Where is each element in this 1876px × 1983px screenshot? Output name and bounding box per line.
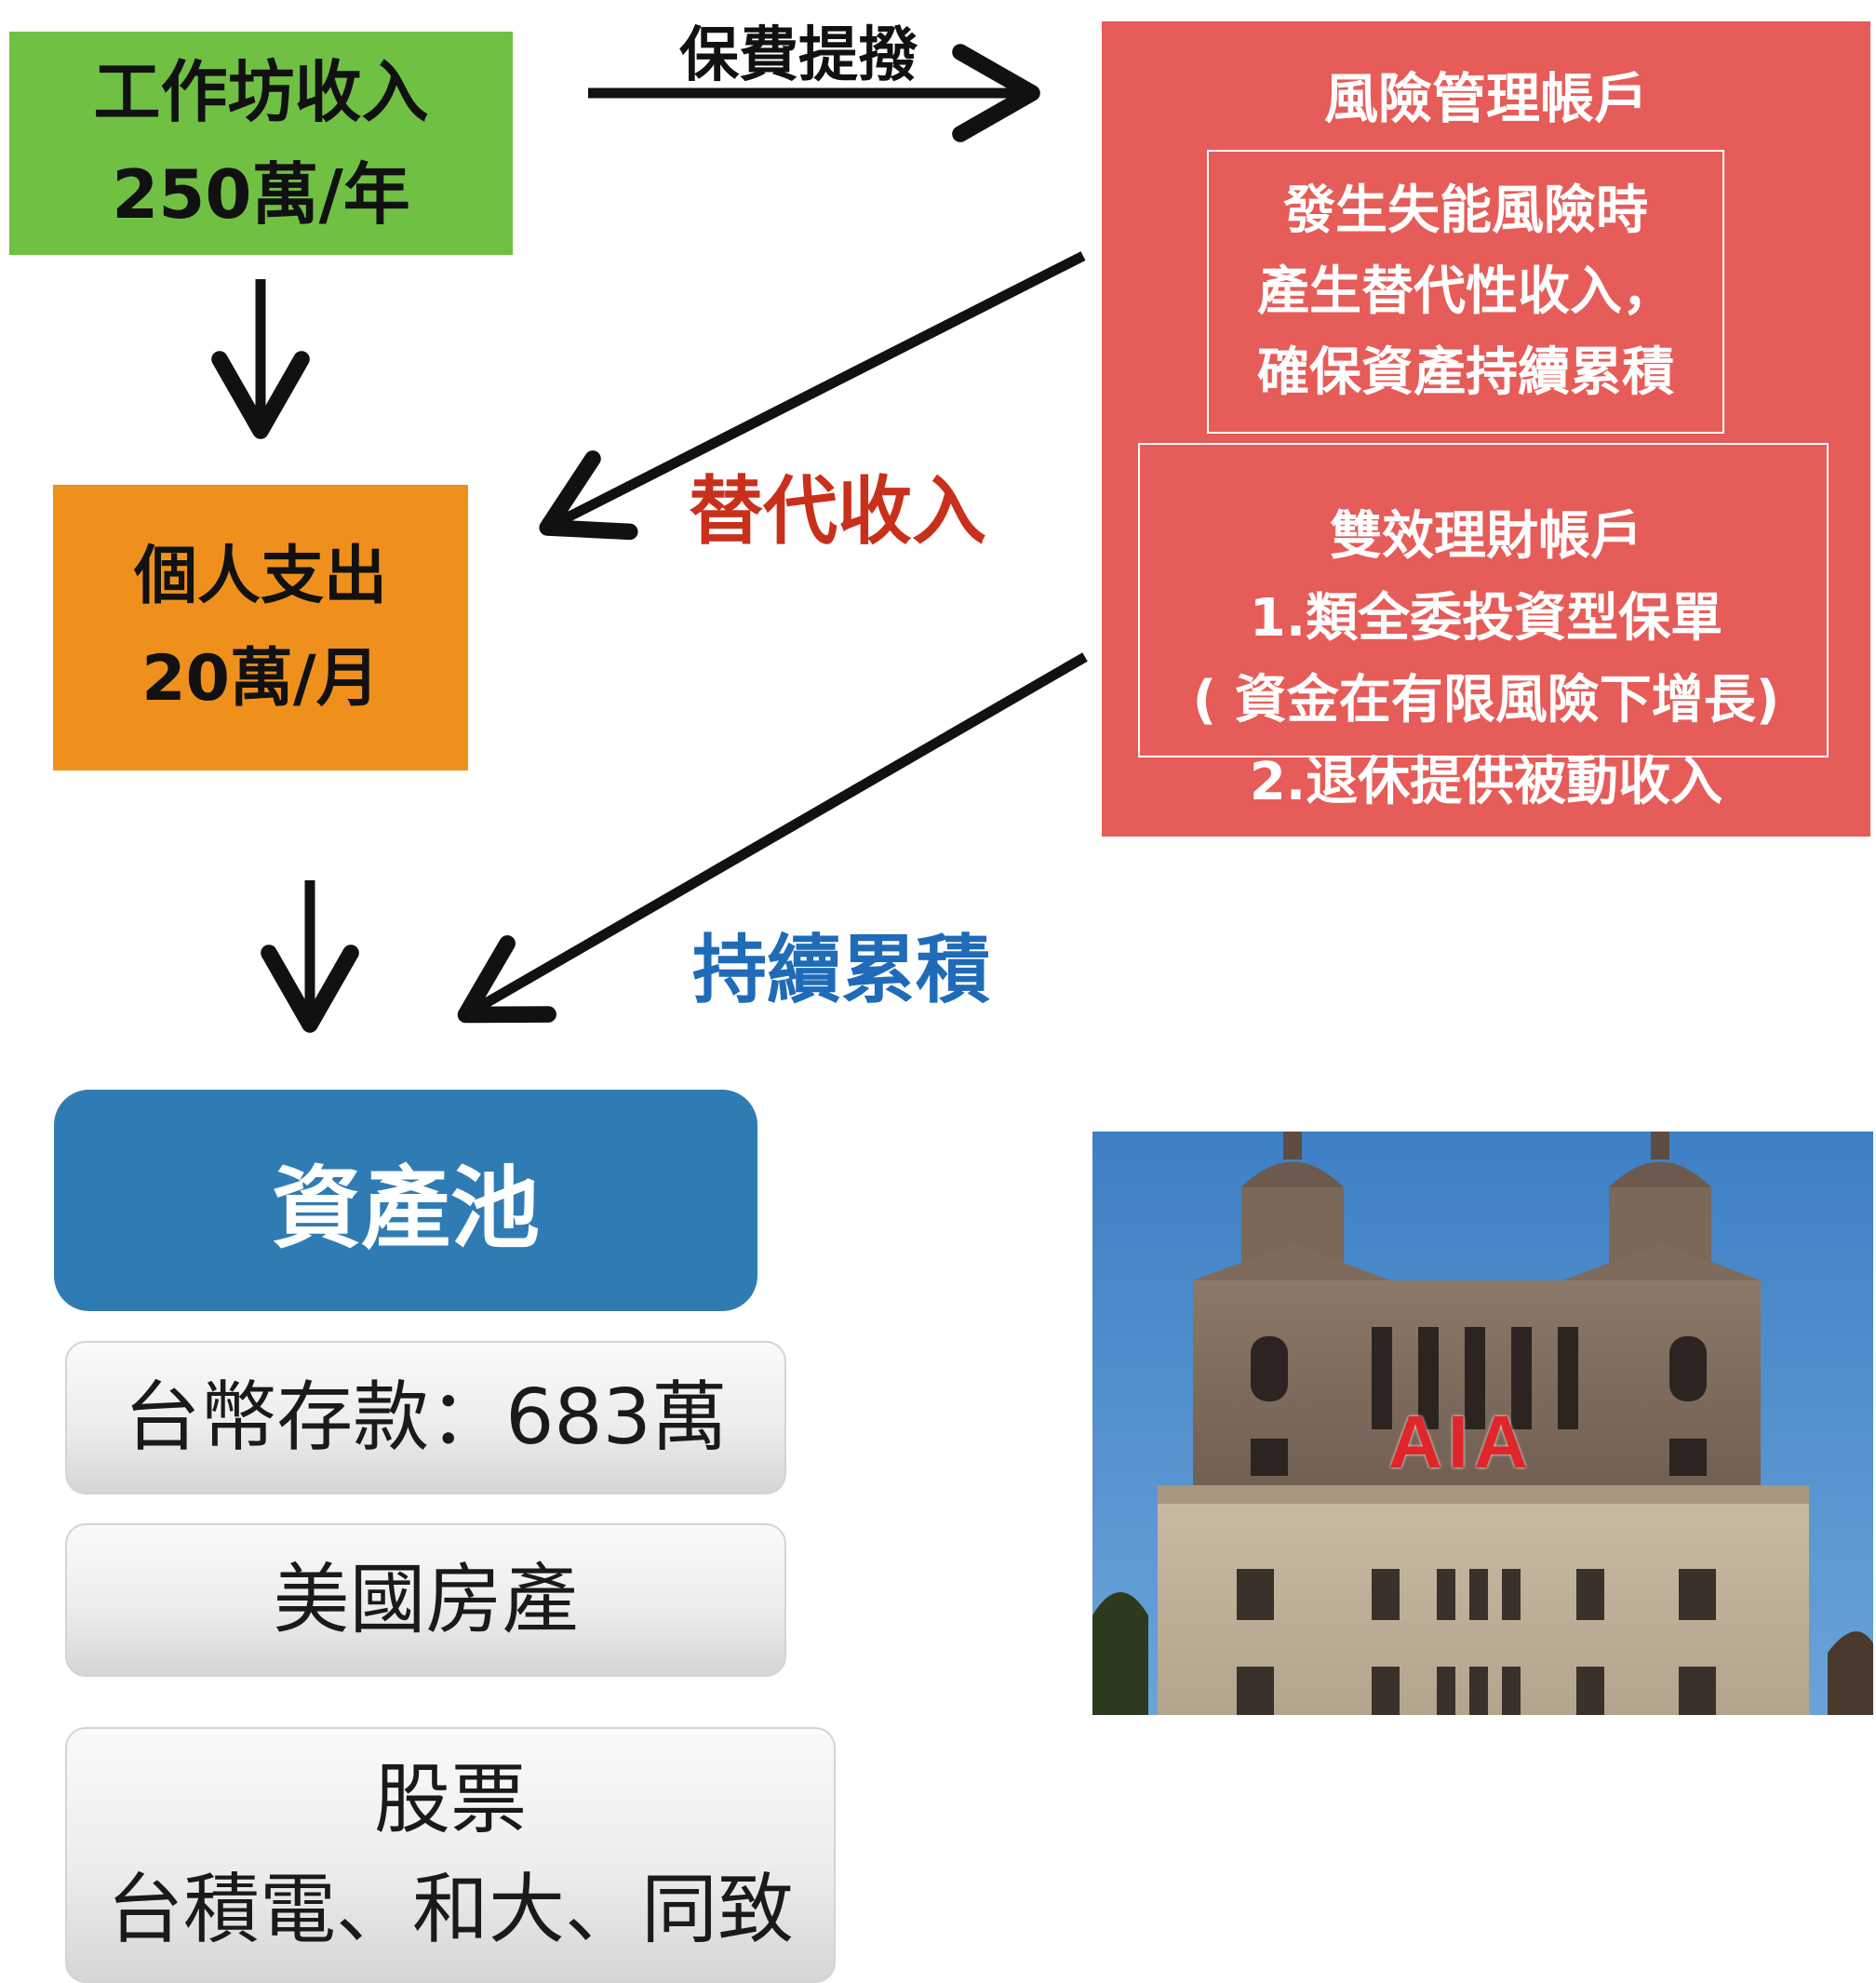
risk-line: 確保資產持續累積 (1257, 342, 1674, 403)
asset-item-sublabel: 台積電、和大、同致 (106, 1865, 794, 1954)
risk-account-title: 風險管理帳戶 (1323, 67, 1648, 130)
personal-expense-amount: 20萬/月 (141, 641, 380, 716)
asset-pool-title: 資產池 (272, 1156, 540, 1261)
risk-account-description: 發生失能風險時 產生替代性收入， 確保資產持續累積 (1207, 150, 1724, 434)
asset-item-label: 股票 (373, 1755, 527, 1844)
dual-account-line: 1.類全委投資型保單 (1249, 588, 1723, 649)
premium-label: 保費提撥 (679, 21, 918, 90)
aia-sign: AIA (1388, 1400, 1534, 1483)
dual-account-line: 2.退休提供被動收入 (1249, 752, 1723, 812)
asset-item-real-estate: 美國房產 (65, 1523, 786, 1677)
workshop-income-amount: 250萬/年 (112, 155, 410, 234)
risk-line: 發生失能風險時 (1283, 181, 1648, 241)
workshop-income-title: 工作坊收入 (93, 53, 429, 131)
asset-item-label: 美國房產 (273, 1555, 579, 1644)
risk-management-account: 風險管理帳戶 發生失能風險時 產生替代性收入， 確保資產持續累積 雙效理財帳戶 … (1102, 21, 1870, 837)
dual-account-line: 雙效理財帳戶 (1330, 506, 1642, 567)
dual-account-line: ( 資金在有限風險下增長) (1192, 670, 1780, 730)
asset-pool-box: 資產池 (54, 1090, 757, 1311)
aia-building-photo: AIA (1092, 1132, 1873, 1715)
personal-expense-box: 個人支出 20萬/月 (53, 485, 468, 770)
arrow-continuous-accumulation (457, 652, 1088, 1024)
replacement-income-label: 替代收入 (689, 468, 986, 555)
asset-item-label: 台幣存款：683萬 (124, 1373, 728, 1462)
asset-item-stocks: 股票 台積電、和大、同致 (65, 1727, 836, 1983)
continuous-accumulation-label: 持續累積 (692, 927, 990, 1013)
dual-account-text: 雙效理財帳戶 1.類全委投資型保單 ( 資金在有限風險下增長) 2.退休提供被動… (1102, 496, 1870, 824)
asset-item-deposit: 台幣存款：683萬 (65, 1341, 786, 1494)
arrow-replacement-income (539, 251, 1086, 541)
risk-line: 產生替代性收入， (1257, 261, 1674, 322)
workshop-income-box: 工作坊收入 250萬/年 (9, 32, 513, 255)
personal-expense-title: 個人支出 (133, 539, 387, 613)
dual-account-frame (1138, 443, 1829, 757)
